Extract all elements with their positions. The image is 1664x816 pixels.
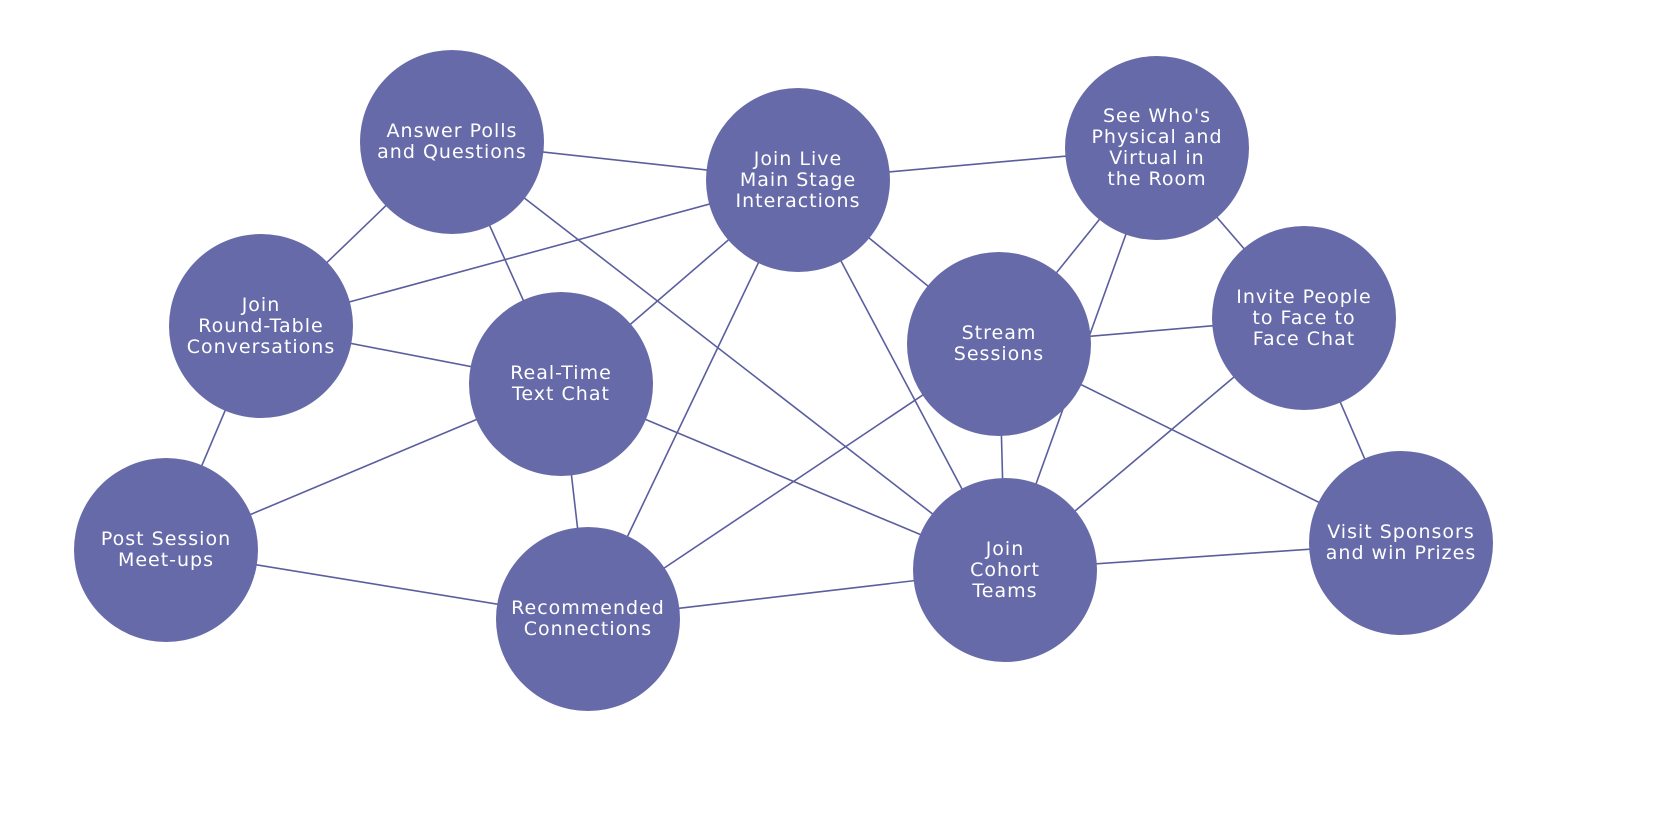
node-see-who: See Who's Physical and Virtual in the Ro… xyxy=(1065,56,1249,240)
node-stream-sessions: Stream Sessions xyxy=(907,252,1091,436)
node-label: Join Live Main Stage Interactions xyxy=(735,147,861,212)
node-label: Visit Sponsors and win Prizes xyxy=(1325,521,1477,564)
node-invite-people: Invite People to Face to Face Chat xyxy=(1212,226,1396,410)
node-label: Recommended Connections xyxy=(511,597,665,640)
node-label: Invite People to Face to Face Chat xyxy=(1236,285,1372,350)
node-label: Stream Sessions xyxy=(953,322,1045,365)
node-real-time-chat: Real-Time Text Chat xyxy=(469,292,653,476)
edge-answer-polls-cohort-teams xyxy=(451,141,1006,571)
node-label: Join Round-Table Conversations xyxy=(186,293,336,358)
node-sponsors: Visit Sponsors and win Prizes xyxy=(1309,451,1493,635)
node-recommended: Recommended Connections xyxy=(496,527,680,711)
node-round-table: Join Round-Table Conversations xyxy=(169,234,353,418)
node-answer-polls: Answer Polls and Questions xyxy=(360,50,544,234)
node-label: Answer Polls and Questions xyxy=(377,120,527,163)
node-label: Post Session Meet-ups xyxy=(100,528,232,571)
node-label: Join Cohort Teams xyxy=(970,537,1040,602)
node-label: See Who's Physical and Virtual in the Ro… xyxy=(1091,105,1223,190)
node-cohort-teams: Join Cohort Teams xyxy=(913,478,1097,662)
node-post-session: Post Session Meet-ups xyxy=(74,458,258,642)
node-join-live: Join Live Main Stage Interactions xyxy=(706,88,890,272)
node-label: Real-Time Text Chat xyxy=(510,362,612,405)
